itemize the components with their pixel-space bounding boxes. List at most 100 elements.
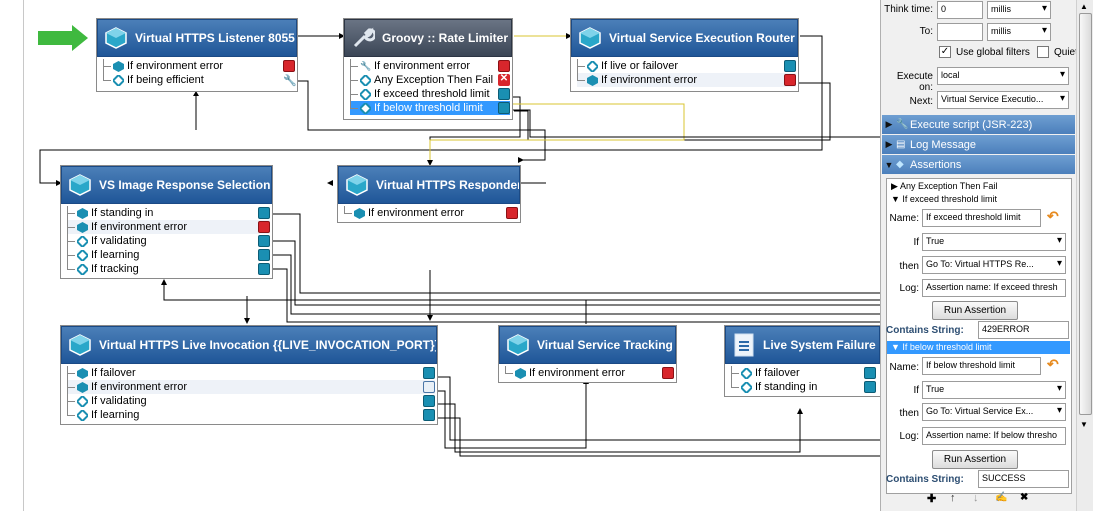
cube-icon <box>344 172 370 198</box>
node-header[interactable]: Virtual Service Tracking <box>499 326 676 364</box>
node-image-response-selection[interactable]: VS Image Response Selection If standing … <box>60 165 273 279</box>
cube-small-icon <box>515 367 526 379</box>
undo-icon[interactable]: ↶ <box>1047 208 1059 224</box>
step-row[interactable]: If learning <box>67 408 435 422</box>
a2-run-assertion-button[interactable]: Run Assertion <box>932 450 1018 469</box>
node-header[interactable]: VS Image Response Selection <box>61 166 272 204</box>
step-row[interactable]: Any Exception Then Fail✕ <box>350 73 510 87</box>
node-title: Groovy :: Rate Limiter <box>382 31 509 45</box>
node-header[interactable]: Virtual HTTPS Listener 8055 <box>97 19 297 57</box>
node-https-responder[interactable]: Virtual HTTPS Responder If environment e… <box>337 165 521 223</box>
a2-contains-input[interactable]: SUCCESS <box>978 470 1069 488</box>
cube-small-icon <box>784 60 796 72</box>
step-row[interactable]: If learning <box>67 248 270 262</box>
think-time-input[interactable]: 0 <box>937 1 983 19</box>
section-log-message[interactable]: ▶▤Log Message <box>882 135 1075 154</box>
node-rate-limiter[interactable]: Groovy :: Rate Limiter 🔧If environment e… <box>343 18 513 120</box>
a1-log-input[interactable]: Assertion name: If exceed thresh <box>922 279 1066 297</box>
step-row[interactable]: If environment error <box>577 73 796 87</box>
move-down-icon[interactable]: ↓ <box>973 492 979 504</box>
a1-then-select[interactable]: Go To: Virtual HTTPS Re... <box>922 256 1066 274</box>
to-input[interactable] <box>937 23 983 41</box>
assertion-item-exceed[interactable]: ▼ If exceed threshold limit <box>891 194 997 204</box>
a2-if-label: If <box>913 385 919 396</box>
model-canvas[interactable]: Virtual HTTPS Listener 8055 If environme… <box>0 0 880 511</box>
step-row[interactable]: 🔧If environment error <box>350 59 510 73</box>
node-service-tracking[interactable]: Virtual Service Tracking If environment … <box>498 325 677 383</box>
cube-small-icon <box>587 74 598 86</box>
assertion-item-below-selected[interactable]: ▼ If below threshold limit <box>887 341 1070 354</box>
cube-small-icon <box>77 207 88 219</box>
expand-arrow-icon: ▶ <box>885 139 893 149</box>
node-execution-router[interactable]: Virtual Service Execution Router If live… <box>570 18 799 92</box>
a1-name-input[interactable]: If exceed threshold limit <box>922 209 1041 227</box>
section-assertions[interactable]: ▼◆Assertions <box>882 155 1075 174</box>
error-icon <box>784 74 796 86</box>
step-row[interactable]: If environment error <box>344 206 518 220</box>
step-row[interactable]: If environment error <box>103 59 295 73</box>
step-row[interactable]: If failover <box>67 366 435 380</box>
node-header[interactable]: Groovy :: Rate Limiter <box>344 19 512 57</box>
step-row[interactable]: If standing in <box>731 380 878 394</box>
delete-icon[interactable]: ✖ <box>1020 492 1029 503</box>
node-header[interactable]: Virtual Service Execution Router <box>571 19 798 57</box>
a2-then-select[interactable]: Go To: Virtual Service Ex... <box>922 403 1066 421</box>
global-filters-label: Use global filters <box>956 47 1030 58</box>
think-unit-select[interactable]: millis <box>987 1 1051 19</box>
node-live-invocation[interactable]: Virtual HTTPS Live Invocation {{LIVE_INV… <box>60 325 438 425</box>
move-up-icon[interactable]: ↑ <box>950 492 956 504</box>
diamond-icon <box>77 263 88 275</box>
step-row-selected[interactable]: If below threshold limit <box>350 101 510 115</box>
step-row[interactable]: If live or failover <box>577 59 796 73</box>
node-header[interactable]: Virtual HTTPS Responder <box>338 166 520 204</box>
a2-then-label: then <box>899 408 919 419</box>
step-row[interactable]: If validating <box>67 234 270 248</box>
scrollbar-thumb[interactable] <box>1079 13 1092 415</box>
execute-on-select[interactable]: local <box>937 67 1069 85</box>
panel-scrollbar[interactable]: ▲ ▼ <box>1076 0 1093 511</box>
cube-small-icon <box>258 207 270 219</box>
to-unit-select[interactable]: millis <box>987 23 1051 41</box>
diamond-icon <box>113 74 124 86</box>
a1-if-select[interactable]: True <box>922 233 1066 251</box>
diamond-icon <box>360 74 371 86</box>
error-icon <box>662 367 674 379</box>
log-icon: ▤ <box>896 139 906 150</box>
global-filters-checkbox[interactable]: ✓ <box>939 46 951 58</box>
step-row[interactable]: If environment error <box>67 220 270 234</box>
node-https-listener[interactable]: Virtual HTTPS Listener 8055 If environme… <box>96 18 298 92</box>
step-row[interactable]: If environment error <box>505 366 674 380</box>
a1-run-assertion-button[interactable]: Run Assertion <box>932 301 1018 320</box>
edit-icon[interactable]: ✍ <box>995 492 1008 503</box>
diamond-icon <box>587 60 598 72</box>
expand-arrow-icon: ▶ <box>885 119 893 129</box>
scroll-up-icon[interactable]: ▲ <box>1080 2 1088 11</box>
node-header[interactable]: Live System Failure <box>725 326 880 364</box>
node-live-system-failure[interactable]: Live System Failure If failover If stand… <box>724 325 880 397</box>
a2-name-input[interactable]: If below threshold limit <box>922 357 1041 375</box>
wrench-icon: 🔧 <box>283 75 297 87</box>
node-title: Virtual HTTPS Live Invocation {{LIVE_INV… <box>99 338 437 352</box>
a2-log-input[interactable]: Assertion name: If below thresho <box>922 427 1066 445</box>
next-label: Next: <box>909 96 933 107</box>
add-icon[interactable]: ✚ <box>927 493 937 505</box>
step-row[interactable]: If failover <box>731 366 878 380</box>
node-header[interactable]: Virtual HTTPS Live Invocation {{LIVE_INV… <box>61 326 437 364</box>
think-time-label: Think time: <box>884 4 933 15</box>
step-row[interactable]: If tracking <box>67 262 270 276</box>
assertion-item-fail[interactable]: ▶ Any Exception Then Fail <box>891 181 998 191</box>
error-icon <box>258 221 270 233</box>
step-row[interactable]: If validating <box>67 394 435 408</box>
next-select[interactable]: Virtual Service Executio... <box>937 91 1069 109</box>
step-row[interactable]: If environment error <box>67 380 435 394</box>
step-row[interactable]: If being efficient🔧 <box>103 73 297 87</box>
scroll-down-icon[interactable]: ▼ <box>1080 420 1088 429</box>
a2-if-select[interactable]: True <box>922 381 1066 399</box>
step-row[interactable]: If standing in <box>67 206 270 220</box>
start-arrow-icon <box>38 25 88 51</box>
section-execute-script[interactable]: ▶🔧Execute script (JSR-223) <box>882 115 1075 134</box>
quiet-checkbox[interactable] <box>1037 46 1049 58</box>
step-row[interactable]: If exceed threshold limit <box>350 87 510 101</box>
undo-icon[interactable]: ↶ <box>1047 356 1059 372</box>
a1-contains-input[interactable]: 429ERROR <box>978 321 1069 339</box>
